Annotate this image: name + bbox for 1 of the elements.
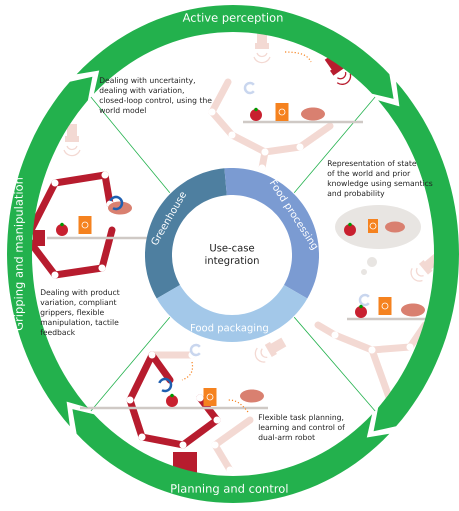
donut-segment: Food packaging: [156, 285, 308, 342]
